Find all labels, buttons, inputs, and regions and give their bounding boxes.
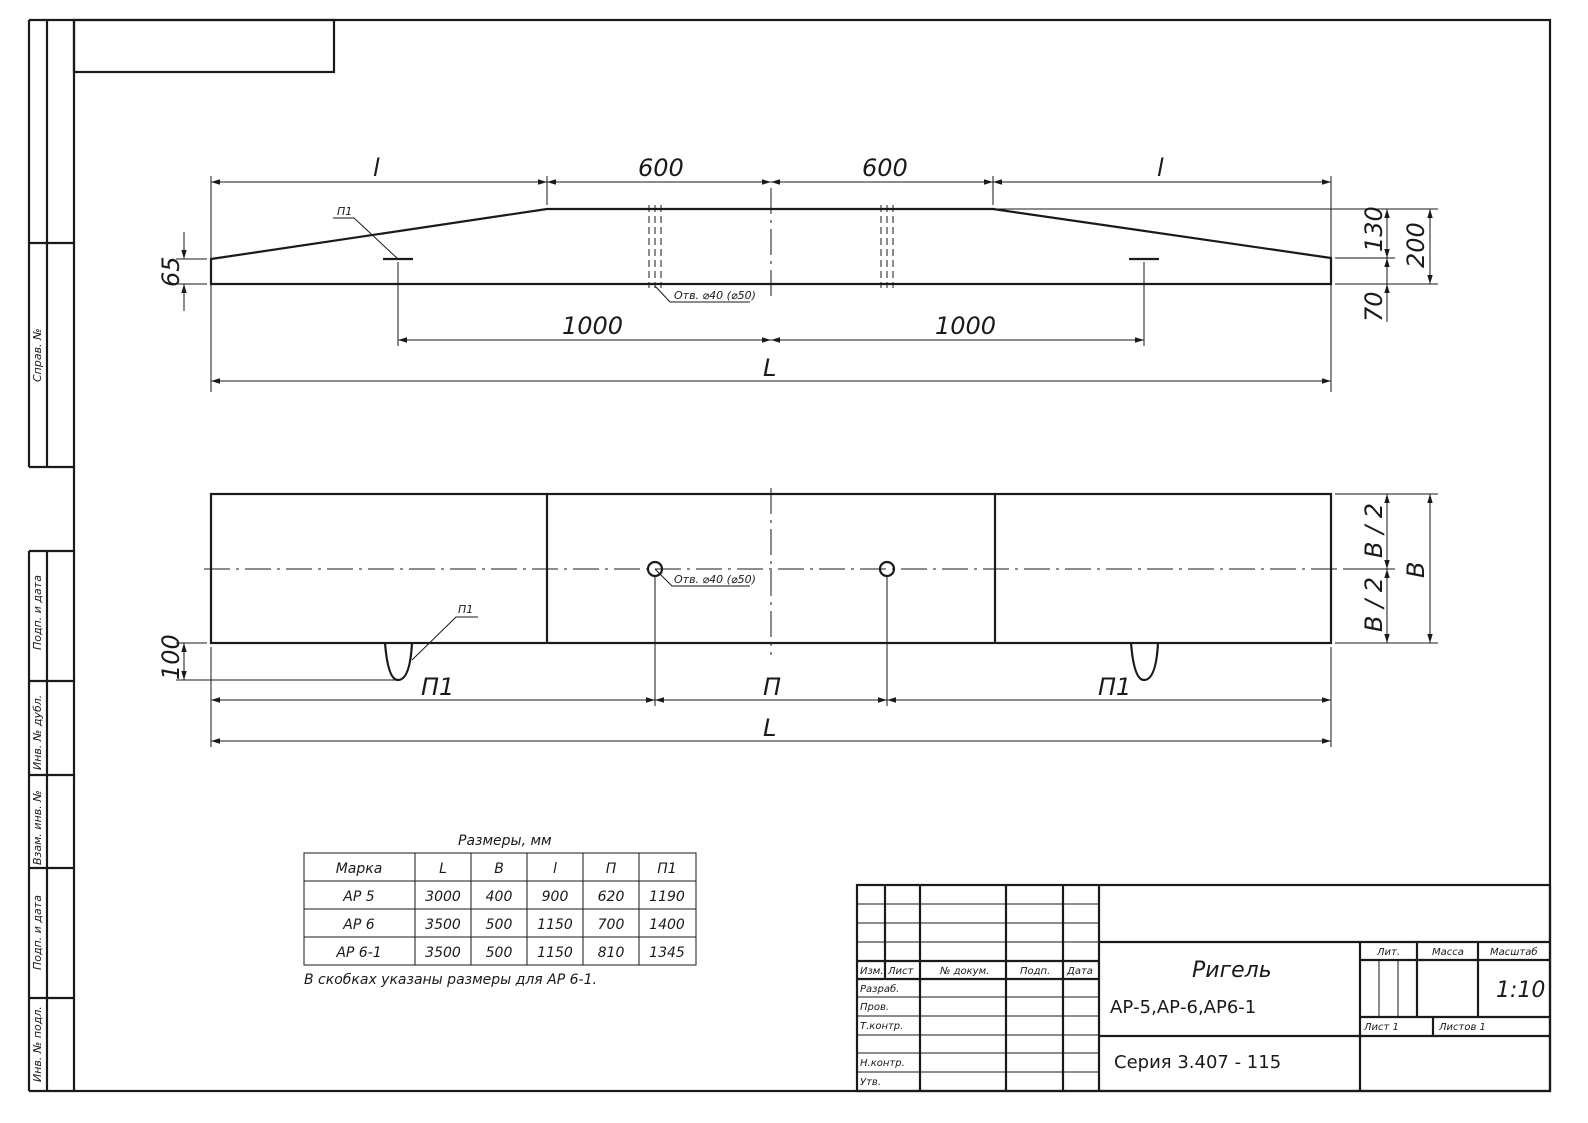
- hole-left: [646, 560, 664, 578]
- lifting-loop-plan-right: [1129, 642, 1160, 682]
- table-cell: 900: [542, 889, 569, 905]
- leader-hole-plan: [654, 568, 750, 587]
- drawing-series: Серия 3.407 - 115: [1114, 1052, 1281, 1073]
- drawing-title: Ригель: [1192, 958, 1272, 983]
- table-cell: 3000: [425, 889, 461, 905]
- leader-hole-side: [654, 285, 750, 303]
- sheet-frame: [27, 18, 1552, 1093]
- tb-sheet: Лист 1: [1363, 1022, 1399, 1033]
- table-cell: 1150: [537, 917, 573, 933]
- table-cell: 500: [486, 945, 513, 961]
- table-cell: 500: [486, 917, 513, 933]
- dim-p1-left: П1: [421, 673, 454, 701]
- dim-65: 65: [157, 256, 185, 287]
- dim-600-left: 600: [638, 154, 684, 182]
- title-block: Изм. Лист № докум. Подп. Дата Разраб. Пр…: [855, 883, 1552, 1093]
- table-note: В скобках указаны размеры для АР 6-1.: [304, 972, 597, 988]
- tb-scale-label: Масштаб: [1490, 946, 1538, 958]
- hole-dashes-right: [880, 205, 894, 288]
- dim-p: П: [763, 673, 781, 701]
- dimensions-table: Размеры, мм Марка L B l П П1 АР 5 3000 4…: [303, 833, 697, 988]
- strip-label-sign-2: Подп. и дата: [31, 895, 44, 970]
- tb-role-checked: Пров.: [860, 1002, 889, 1013]
- marker-p1-side: П1: [337, 205, 352, 218]
- dim-b-half-bottom: B / 2: [1360, 577, 1388, 632]
- strip-label-replace: Взам. инв. №: [31, 790, 44, 865]
- table-header-B: B: [494, 861, 504, 877]
- dim-overall-L-plan: L: [763, 714, 776, 742]
- dim-overall-L-side: L: [763, 354, 776, 382]
- table-cell: 1345: [649, 945, 685, 961]
- note-hole-side: Отв. ⌀40 (⌀50): [674, 289, 756, 302]
- dim-130: 130: [1360, 206, 1388, 252]
- hole-dashes-left: [648, 205, 662, 288]
- dim-100: 100: [157, 634, 185, 680]
- tb-header-doc: № докум.: [939, 966, 989, 977]
- tb-role-norm-control: Н.контр.: [860, 1058, 905, 1069]
- leader-p1-plan: [411, 616, 478, 661]
- table-cell: 1400: [649, 917, 685, 933]
- table-cell: 1150: [537, 945, 573, 961]
- dim-l-right: l: [1157, 154, 1164, 182]
- strip-label-orig: Инв. № подл.: [31, 1006, 44, 1082]
- table-cell: 620: [598, 889, 625, 905]
- tb-header-izm: Изм.: [860, 966, 884, 977]
- table-cell: АР 6: [342, 917, 374, 933]
- table-caption: Размеры, мм: [458, 833, 552, 849]
- table-cell: АР 6-1: [335, 945, 381, 961]
- side-strip-labels: Справ. № Подп. и дата Инв. № дубл. Взам.…: [31, 328, 44, 1082]
- table-header-p1: П1: [657, 861, 676, 877]
- table-cell: 3500: [425, 917, 461, 933]
- marker-p1-plan: П1: [458, 603, 473, 616]
- leader-p1-side: [333, 217, 399, 260]
- tb-role-developer: Разраб.: [860, 983, 899, 995]
- plan-view: П1 П П1 L 100 B / 2 B / 2 B П1 Отв. ⌀40 …: [157, 488, 1438, 747]
- lifting-loop-plan-left: [383, 642, 414, 682]
- table-cell: АР 5: [342, 889, 374, 905]
- table-header-p: П: [606, 861, 617, 877]
- dim-200: 200: [1402, 222, 1430, 268]
- tb-role-approved: Утв.: [860, 1077, 881, 1088]
- dim-l-left: l: [373, 154, 380, 182]
- strip-label-dup: Инв. № дубл.: [31, 695, 44, 770]
- table-cell: 3500: [425, 945, 461, 961]
- dim-70: 70: [1360, 291, 1388, 322]
- strip-label-sign-1: Подп. и дата: [31, 575, 44, 650]
- tb-sheets: Листов 1: [1438, 1022, 1486, 1033]
- dim-b: B: [1402, 562, 1430, 578]
- tb-lit: Лит.: [1376, 947, 1400, 958]
- tb-mass: Масса: [1432, 947, 1464, 958]
- dim-p1-right: П1: [1098, 673, 1131, 701]
- drawing-subtitle: АР-5,АР-6,АР6-1: [1110, 997, 1256, 1018]
- dim-b-half-top: B / 2: [1360, 503, 1388, 558]
- tb-header-list: Лист: [887, 966, 915, 977]
- tb-scale-value: 1:10: [1496, 978, 1545, 1003]
- hole-right: [878, 560, 896, 578]
- note-hole-plan: Отв. ⌀40 (⌀50): [674, 573, 756, 586]
- tb-header-sign: Подп.: [1020, 966, 1050, 977]
- table-header-L: L: [439, 861, 447, 877]
- dim-600-right: 600: [862, 154, 908, 182]
- table-header-mark: Марка: [336, 861, 383, 877]
- table-header-l: l: [553, 861, 557, 877]
- dim-1000-right: 1000: [935, 312, 996, 340]
- table-cell: 810: [598, 945, 625, 961]
- tb-role-tech-control: Т.контр.: [860, 1021, 903, 1032]
- dim-1000-left: 1000: [562, 312, 623, 340]
- table-cell: 700: [598, 917, 625, 933]
- tb-header-date: Дата: [1066, 966, 1093, 977]
- table-cell: 400: [486, 889, 513, 905]
- table-cell: 1190: [649, 889, 685, 905]
- strip-label-ref: Справ. №: [31, 328, 44, 382]
- side-view: l 600 600 l 1000 1000 L 65 130 200 70 П1…: [157, 154, 1438, 392]
